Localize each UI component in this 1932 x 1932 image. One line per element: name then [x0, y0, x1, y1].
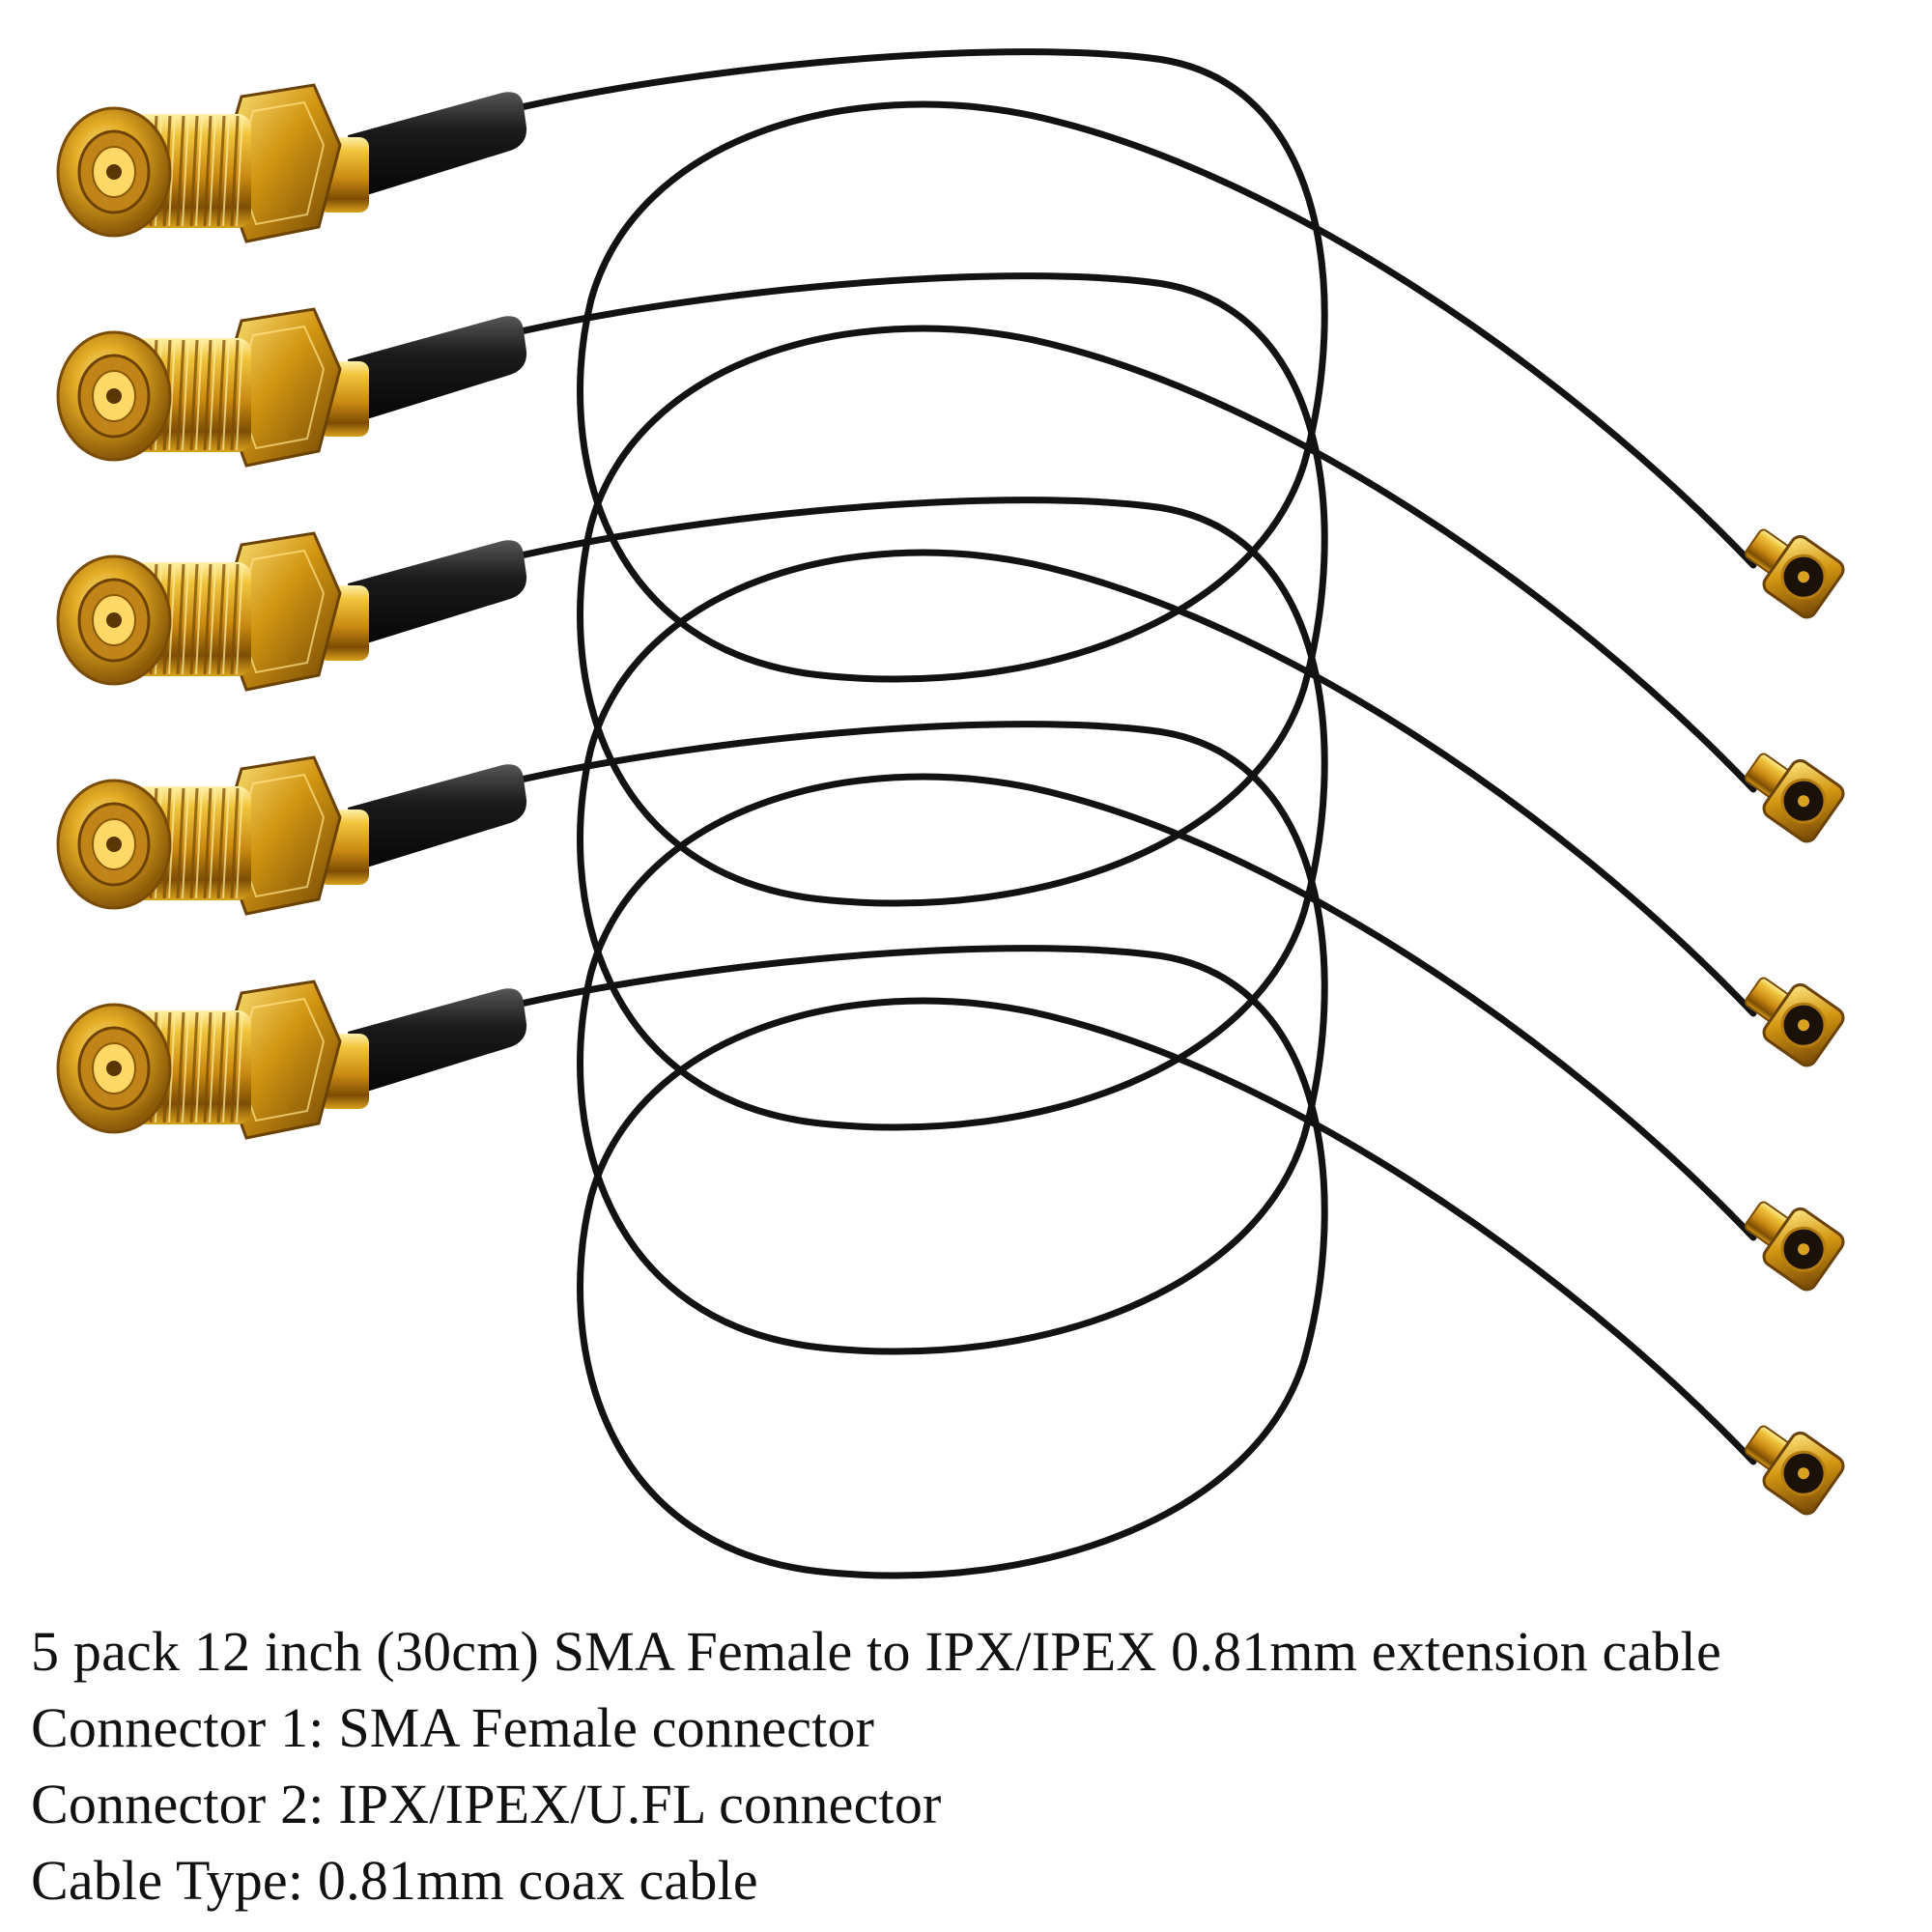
sma-female-connector-icon — [56, 755, 527, 916]
sma-female-connector-icon — [56, 307, 527, 468]
coax-cable — [513, 945, 1757, 1579]
cable-boot — [348, 988, 527, 1094]
coax-cables-group — [513, 48, 1757, 1579]
caption-cable-type: Cable Type: 0.81mm coax cable — [31, 1849, 758, 1912]
connectors-group — [56, 83, 1845, 1516]
sma-female-connector-icon — [56, 83, 527, 243]
ipx-connector-icon — [1744, 528, 1845, 619]
coax-cable — [513, 48, 1757, 683]
ipx-connector-icon — [1744, 977, 1845, 1067]
sma-female-connector-icon — [56, 980, 527, 1140]
product-photo — [56, 48, 1845, 1579]
caption-title: 5 pack 12 inch (30cm) SMA Female to IPX/… — [31, 1620, 1721, 1683]
ipx-connector-icon — [1744, 1425, 1845, 1516]
coax-cable — [513, 721, 1757, 1355]
caption-connector-1: Connector 1: SMA Female connector — [31, 1696, 875, 1759]
coax-cable — [513, 497, 1757, 1131]
cable-boot — [348, 316, 527, 422]
cable-boot — [348, 764, 527, 870]
caption-connector-2: Connector 2: IPX/IPEX/U.FL connector — [31, 1773, 942, 1835]
product-caption: 5 pack 12 inch (30cm) SMA Female to IPX/… — [31, 1613, 1924, 1918]
sma-female-connector-icon — [56, 531, 527, 692]
cable-boot — [348, 540, 527, 646]
ipx-connector-icon — [1744, 1201, 1845, 1292]
ipx-connector-icon — [1744, 753, 1845, 843]
cable-boot — [348, 92, 527, 198]
coax-cable — [513, 272, 1757, 907]
